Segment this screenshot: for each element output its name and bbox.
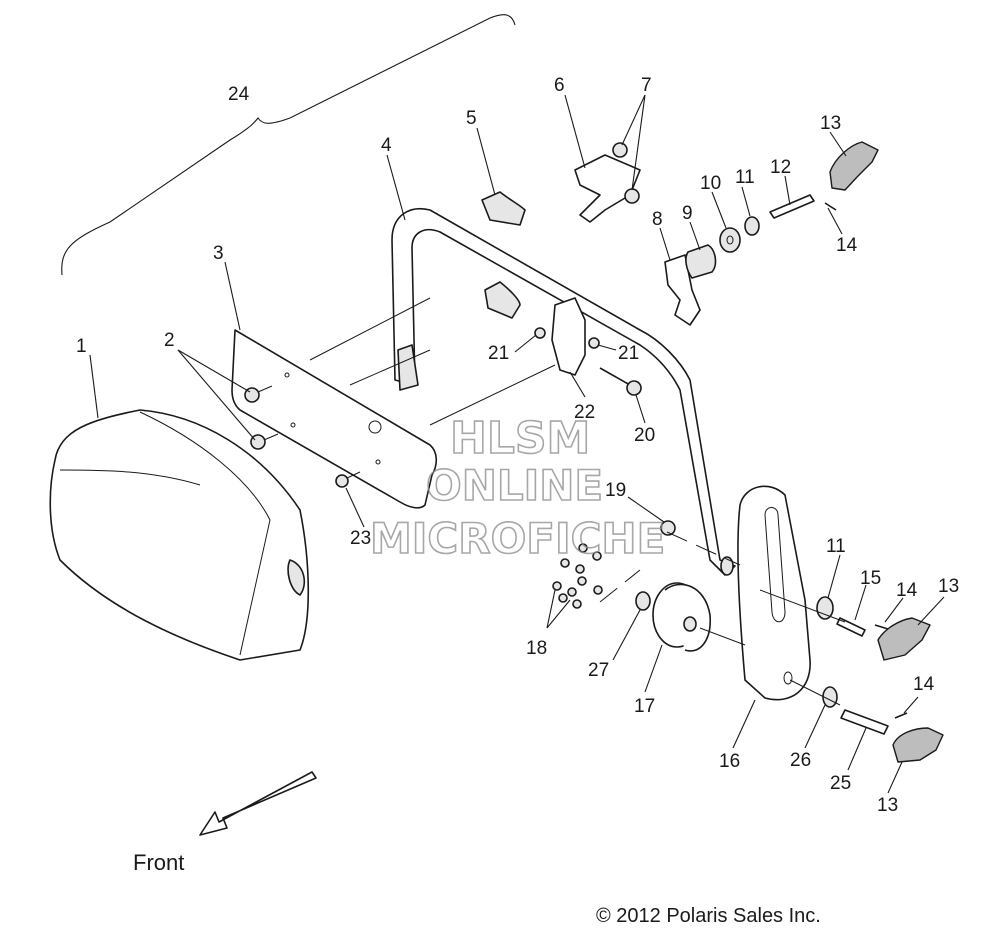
- callout-numbers: 1 2 3 4 5 6 7 8 9 10 11 12 13 14 21 21 2…: [76, 75, 959, 816]
- part-12-pin: [769, 194, 815, 219]
- callout-16: 16: [719, 751, 740, 772]
- callout-21-right: 21: [618, 343, 639, 364]
- watermark: HLSM ONLINE MICROFICHE: [369, 412, 666, 564]
- part-25-pin: [840, 709, 889, 735]
- callout-14-lower: 14: [913, 674, 935, 695]
- part-5-clamp: [481, 191, 526, 319]
- callout-19: 19: [605, 480, 626, 501]
- callout-20: 20: [634, 425, 655, 446]
- callout-11-upper: 11: [735, 167, 755, 188]
- part-11-washer-lower: [816, 596, 834, 620]
- callout-13-upper: 13: [820, 113, 841, 134]
- callout-15: 15: [860, 568, 881, 589]
- callout-22: 22: [574, 402, 595, 423]
- part-27-spacer: [635, 591, 651, 611]
- part-20-bolt: [599, 367, 642, 396]
- watermark-line-1: HLSM: [450, 413, 590, 464]
- copyright-text: © 2012 Polaris Sales Inc.: [596, 905, 821, 927]
- part-6-bracket: [574, 154, 641, 223]
- callout-17: 17: [634, 696, 655, 717]
- callout-13-middle: 13: [938, 576, 959, 597]
- callout-12: 12: [770, 157, 791, 178]
- part-23-rivet: [335, 471, 361, 488]
- callout-3: 3: [213, 243, 224, 264]
- part-14-pins: [824, 202, 908, 719]
- callout-26: 26: [790, 750, 811, 771]
- part-4-rack-tube: [391, 208, 736, 576]
- plate-to-tube-leaders: [309, 297, 556, 426]
- callout-2: 2: [164, 330, 175, 351]
- part-1-cover: [49, 409, 310, 661]
- callout-8: 8: [652, 209, 663, 230]
- callout-13-lower: 13: [877, 795, 898, 816]
- callout-10: 10: [700, 173, 721, 194]
- part-9-spacer: [685, 244, 717, 279]
- callout-4: 4: [381, 135, 392, 156]
- part-13-clamp-middle: [877, 617, 931, 661]
- axis-lines: [599, 531, 846, 706]
- part-7-nuts: [612, 142, 640, 204]
- part-16-arm: [737, 485, 811, 701]
- part-13-clamp-lower: [892, 727, 944, 763]
- callout-21-left: 21: [488, 343, 509, 364]
- callout-5: 5: [466, 108, 477, 129]
- callout-leaders: [89, 94, 945, 794]
- callout-14-middle: 14: [896, 580, 918, 601]
- callout-25: 25: [830, 773, 851, 794]
- part-15-pin: [836, 617, 866, 637]
- part-22-mount: [551, 297, 586, 376]
- part-19-nut: [660, 520, 676, 536]
- part-21-nuts: [534, 327, 600, 349]
- part-13-clamp-upper: [829, 141, 879, 191]
- part-11-washer-upper: [744, 216, 760, 236]
- callout-27: 27: [588, 660, 609, 681]
- watermark-line-3: MICROFICHE: [370, 514, 665, 563]
- callout-18: 18: [526, 638, 547, 659]
- callout-9: 9: [682, 203, 693, 224]
- part-17-wheel: [652, 582, 711, 652]
- front-arrow-icon: [199, 771, 317, 836]
- callout-6: 6: [554, 75, 565, 96]
- callout-7: 7: [641, 75, 652, 96]
- watermark-line-2: ONLINE: [426, 461, 603, 510]
- callout-14-upper: 14: [836, 235, 858, 256]
- callout-24: 24: [228, 84, 250, 105]
- front-label: Front: [133, 850, 184, 875]
- callout-23: 23: [350, 528, 371, 549]
- callout-1: 1: [76, 336, 87, 357]
- part-2-rivets: [244, 385, 279, 450]
- part-3-plate: [231, 329, 438, 509]
- part-10-bushing: [719, 227, 741, 253]
- callout-11-lower: 11: [826, 536, 846, 557]
- assembly-bracket-24: [61, 14, 516, 276]
- part-18-bolts: [552, 543, 603, 609]
